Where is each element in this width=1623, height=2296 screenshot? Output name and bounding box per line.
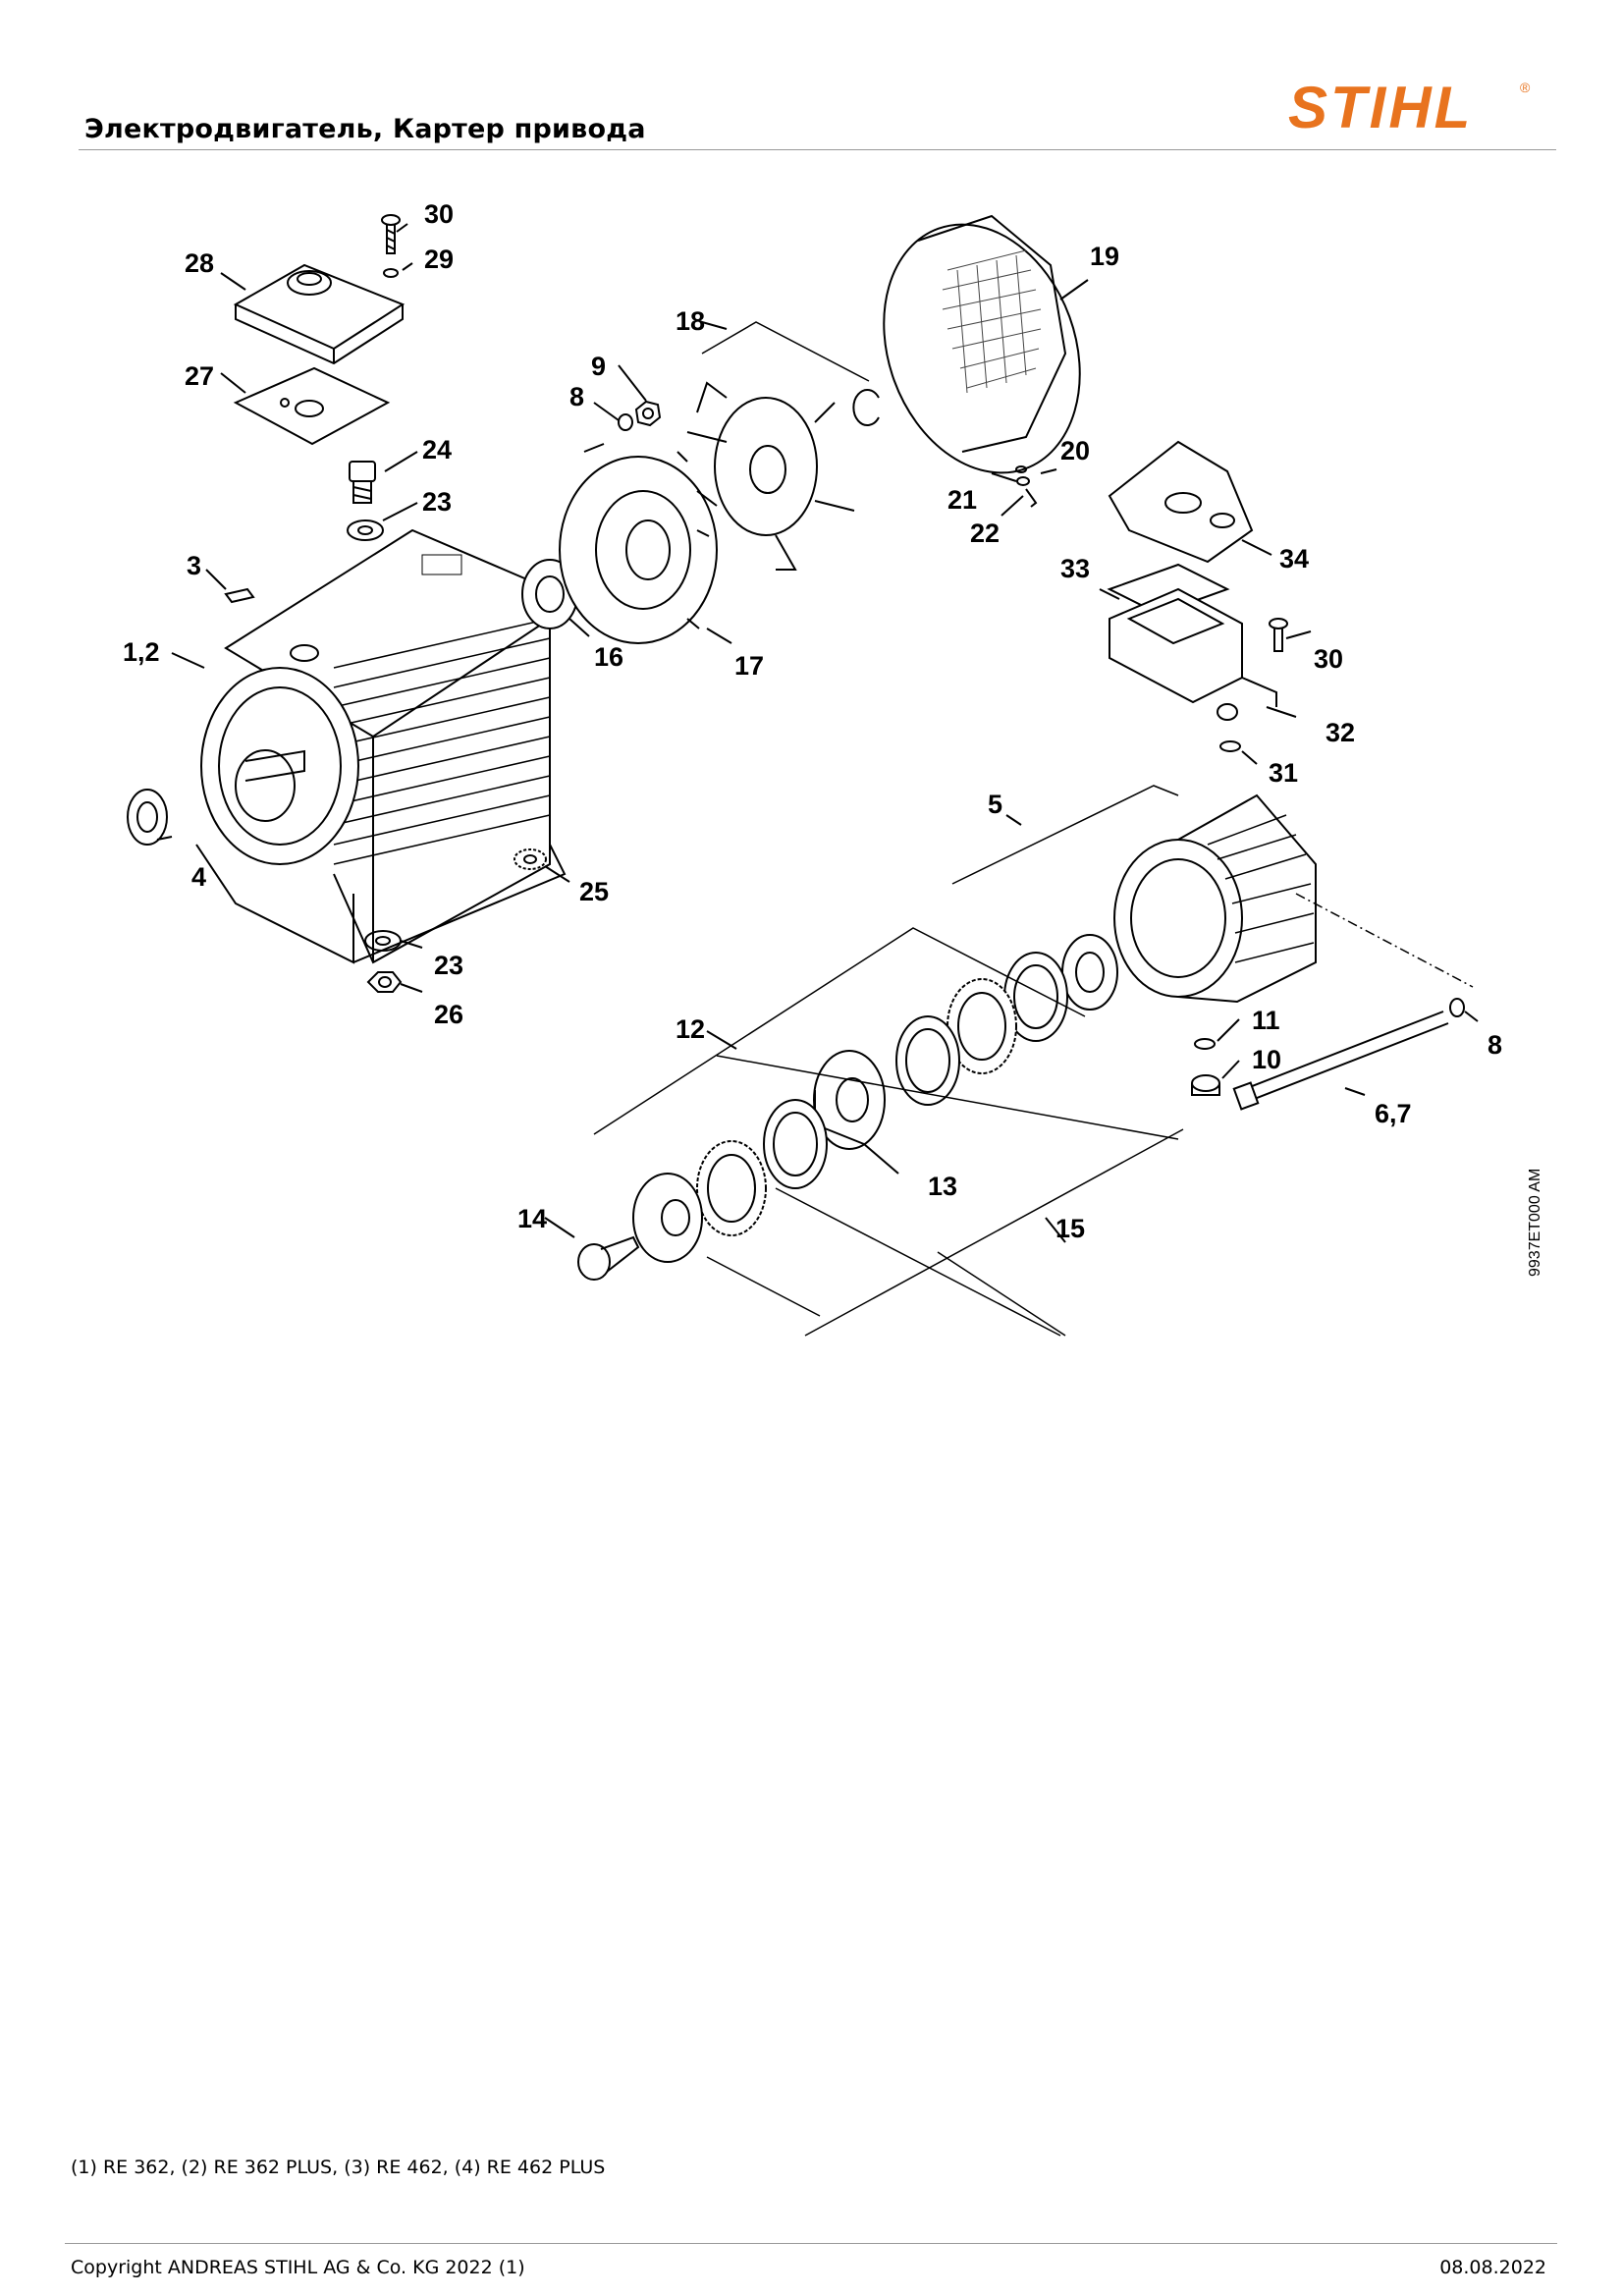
callout-label: 6,7 (1375, 1099, 1412, 1128)
callout-label: 23 (434, 951, 463, 980)
callout-label: 20 (1060, 436, 1090, 465)
part-washer-23-bottom (364, 930, 402, 952)
part-terminal-box-cover (233, 263, 406, 365)
document-date: 08.08.2022 (1439, 2257, 1546, 2278)
stihl-logo: STIHL ® (1276, 71, 1542, 141)
callout-label: 34 (1279, 544, 1309, 574)
part-screw-30-right (1269, 618, 1288, 652)
part-ring-b (895, 1015, 960, 1106)
part-washer-23-top (347, 519, 384, 541)
header-divider (79, 149, 1556, 150)
part-bolt-24 (349, 461, 376, 504)
callout-label: 15 (1055, 1214, 1085, 1243)
part-key-3 (224, 587, 255, 604)
part-washer-large (632, 1173, 703, 1263)
callout-label: 16 (594, 642, 623, 672)
part-screw-22 (1015, 465, 1038, 508)
callout-label: 4 (191, 862, 206, 892)
part-ring-c (763, 1099, 828, 1189)
part-oring-31 (1219, 740, 1241, 752)
part-ring-8-top (618, 413, 633, 431)
models-footnote: (1) RE 362, (2) RE 362 PLUS, (3) RE 462,… (71, 2157, 606, 2178)
callout-label: 8 (1488, 1030, 1502, 1060)
part-ring-8-right (1449, 998, 1465, 1017)
page-title: Электродвигатель, Картер привода (84, 114, 646, 144)
part-motor-housing (195, 528, 567, 964)
callout-label: 5 (988, 790, 1002, 819)
callout-label: 11 (1252, 1006, 1280, 1035)
part-gasket-27 (233, 366, 391, 446)
callout-label: 31 (1269, 758, 1298, 788)
part-cover-34 (1108, 440, 1254, 564)
callout-label: 21 (947, 485, 977, 515)
callout-label: 19 (1090, 242, 1119, 271)
part-thrust-bearing-b (696, 1140, 767, 1236)
callout-label: 26 (434, 1000, 463, 1029)
svg-text:STIHL: STIHL (1288, 75, 1473, 140)
part-crankcase-5 (1113, 793, 1317, 1004)
callout-label: 23 (422, 487, 452, 517)
callout-label: 25 (579, 877, 609, 906)
part-nut-9 (634, 400, 662, 427)
part-screw-14 (577, 1235, 640, 1281)
callout-label: 22 (970, 519, 1000, 548)
part-circlip (852, 389, 880, 426)
callout-label: 12 (676, 1014, 705, 1044)
part-thrust-bearing-a (947, 978, 1017, 1074)
footer-divider (65, 2243, 1557, 2244)
part-end-shield-17 (559, 443, 718, 644)
callout-label: 28 (185, 248, 214, 278)
callout-label: 24 (422, 435, 452, 465)
callout-label: 30 (1314, 644, 1343, 674)
leader-lines (156, 223, 1479, 1243)
diagram-code: 9937ET000 AM (1527, 1168, 1543, 1277)
callout-label: 8 (569, 382, 584, 411)
callout-label: 3 (187, 551, 201, 580)
svg-text:®: ® (1520, 80, 1531, 95)
callout-label: 29 (424, 245, 454, 274)
part-tie-bolt-6-7 (1232, 1011, 1449, 1111)
callout-label: 9 (591, 352, 606, 381)
part-washer-25 (514, 848, 547, 870)
part-seal-4 (127, 789, 168, 846)
part-swash-plate-13 (813, 1050, 886, 1150)
callout-label: 30 (424, 199, 454, 229)
callout-label: 10 (1252, 1045, 1281, 1074)
part-bearing-right (1061, 934, 1118, 1011)
callout-label: 13 (928, 1172, 957, 1201)
callout-label: 18 (676, 306, 705, 336)
part-screw-30-top (381, 214, 401, 278)
part-oring-11 (1194, 1038, 1216, 1050)
exploded-parts-diagram: 30 29 28 27 24 23 3 1,2 4 25 23 26 9 8 1… (123, 199, 1502, 1337)
copyright-text: Copyright ANDREAS STIHL AG & Co. KG 2022… (71, 2257, 525, 2278)
part-plug-10 (1191, 1074, 1220, 1096)
part-fan-18 (686, 381, 855, 571)
callout-label: 1,2 (123, 637, 160, 667)
callout-label: 27 (185, 361, 214, 391)
part-nut-26 (366, 971, 403, 993)
callout-label: 14 (517, 1204, 547, 1233)
callout-label: 32 (1325, 718, 1355, 747)
callout-label: 33 (1060, 554, 1090, 583)
part-housing-32 (1109, 587, 1277, 721)
callout-label: 17 (734, 651, 764, 681)
kit-brackets (593, 927, 1184, 1337)
